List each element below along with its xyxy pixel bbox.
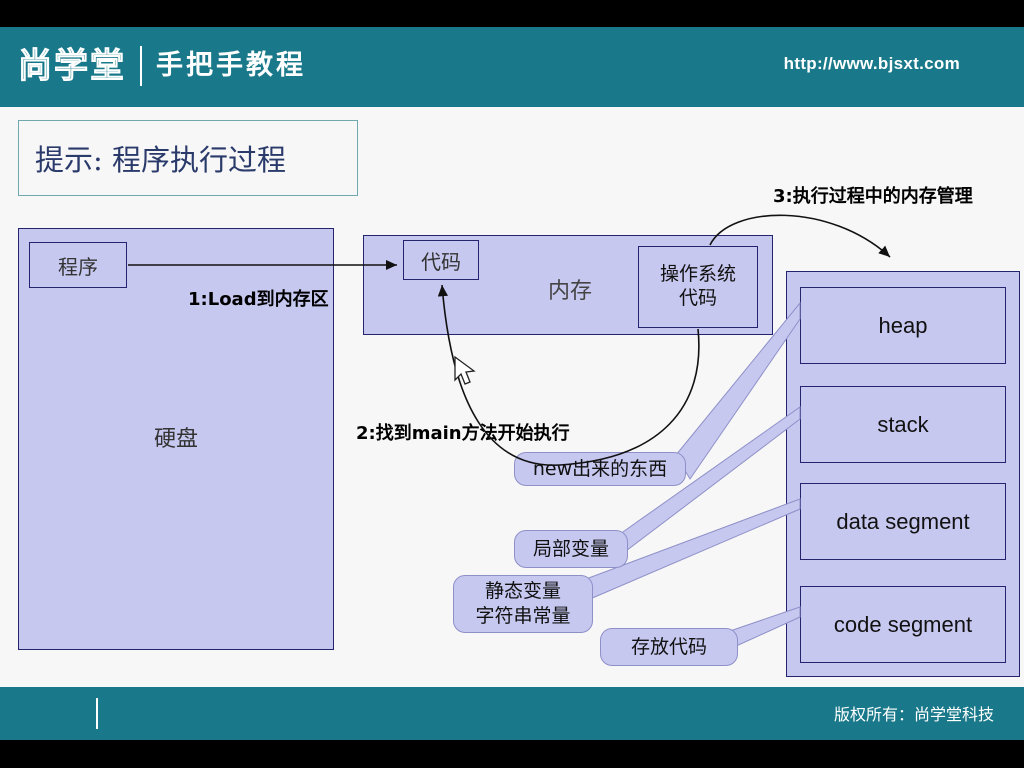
mouse-pointer-icon [454, 355, 476, 385]
footer-accent-bar [96, 698, 98, 729]
annotation-step-3: 3:执行过程中的内存管理 [773, 186, 973, 207]
footer-copyright: 版权所有：尚学堂科技 [833, 705, 994, 724]
os-code-line-2: 代码 [678, 287, 717, 309]
data-segment-callout-line-2: 字符串常量 [475, 605, 571, 627]
data-segment-callout: 静态变量 字符串常量 [453, 575, 593, 633]
memory-code-box: 代码 [403, 240, 479, 280]
logo-divider [140, 46, 142, 86]
stack-callout: 局部变量 [514, 530, 628, 568]
data-segment-callout-line-1: 静态变量 [484, 580, 561, 603]
memory-label: 内存 [547, 279, 592, 304]
os-code-box: 操作系统 代码 [638, 246, 758, 328]
brand-logo-subtitle: 手把手教程 [156, 50, 306, 81]
heap-callout: new出来的东西 [514, 452, 686, 486]
segment-code: code segment [800, 586, 1006, 663]
page-footer: 版权所有：尚学堂科技 [0, 687, 1024, 740]
code-segment-callout: 存放代码 [600, 628, 738, 666]
page-title: 提示: 程序执行过程 [35, 143, 286, 177]
os-code-line-1: 操作系统 [659, 263, 736, 286]
hard-disk-label: 硬盘 [153, 427, 198, 452]
slide-body: 提示: 程序执行过程 硬盘 程序 内存 代码 操作系统 代码 heap stac… [0, 107, 1024, 687]
segment-heap: heap [800, 287, 1006, 364]
page-header: 尚学堂 手把手教程 http://www.bjsxt.com [0, 27, 1024, 107]
program-box: 程序 [29, 242, 127, 288]
annotation-step-1: 1:Load到内存区 [188, 289, 329, 310]
header-url[interactable]: http://www.bjsxt.com [783, 54, 960, 73]
brand-logo-mark: 尚学堂 [18, 46, 126, 87]
annotation-step-2: 2:找到main方法开始执行 [356, 423, 570, 444]
segment-stack: stack [800, 386, 1006, 463]
slide-title-box: 提示: 程序执行过程 [18, 120, 358, 196]
segment-data: data segment [800, 483, 1006, 560]
hard-disk-box [18, 228, 334, 650]
